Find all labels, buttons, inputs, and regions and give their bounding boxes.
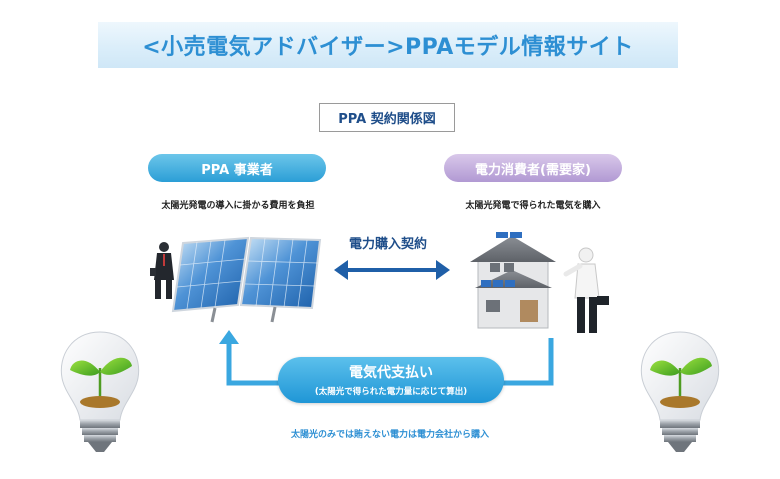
- solar-panel-icon: [171, 236, 322, 323]
- diagram-title: PPA 契約関係図: [319, 103, 455, 132]
- header-banner: <小売電気アドバイザー>PPAモデル情報サイト: [98, 22, 678, 68]
- house-icon: [470, 232, 556, 329]
- payment-title: 電気代支払い: [349, 365, 433, 381]
- consumer-label: 電力消費者(需要家): [444, 154, 622, 182]
- contract-label: 電力購入契約: [348, 237, 427, 252]
- consumer-description: 太陽光発電で得られた電気を購入: [465, 201, 601, 211]
- ppa-provider-description: 太陽光発電の導入に掛かる費用を負担: [161, 201, 315, 211]
- payment-subtitle: (太陽光で得られた電力量に応じて算出): [314, 387, 468, 397]
- lightbulb-sprout-icon: [60, 331, 140, 452]
- businessman-icon: [150, 242, 174, 299]
- lightbulb-sprout-icon: [640, 331, 720, 452]
- payment-box: 電気代支払い (太陽光で得られた電力量に応じて算出): [278, 357, 504, 403]
- businessman-icon: [563, 247, 609, 333]
- double-arrow-icon: [334, 260, 450, 280]
- page-title: <小売電気アドバイザー>PPAモデル情報サイト: [142, 35, 634, 60]
- footnote: 太陽光のみでは賄えない電力は電力会社から購入: [290, 430, 489, 440]
- ppa-provider-label: PPA 事業者: [148, 154, 326, 182]
